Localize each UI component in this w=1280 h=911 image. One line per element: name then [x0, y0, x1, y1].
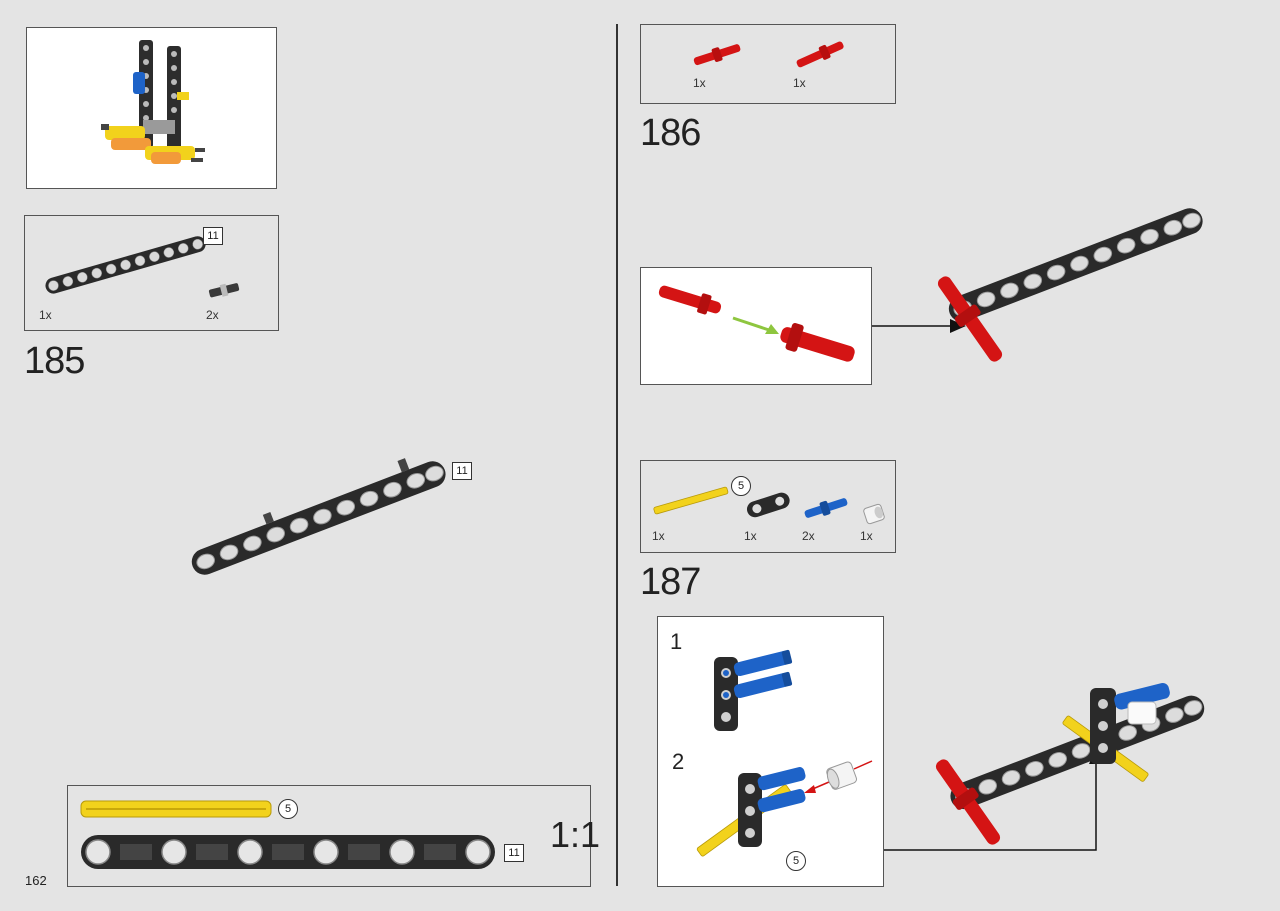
- page-divider: [616, 24, 618, 886]
- axle-length-label: 5: [786, 851, 806, 871]
- step185-parts-panel: 11 1x 2x: [24, 215, 279, 331]
- step187-assembly-image: [935, 682, 1205, 845]
- page-number: 162: [25, 873, 47, 888]
- red-pin-part-image: [693, 44, 741, 66]
- beam-11-part-image: [45, 236, 206, 294]
- step-number: 185: [24, 340, 85, 382]
- substep-number: 1: [670, 629, 683, 654]
- red-pin-part-image: [796, 41, 844, 68]
- step187-parts-panel: 5 1x 1x 2x 1x: [640, 460, 896, 553]
- axle-length-label: 5: [731, 476, 751, 496]
- blue-pin-part-image: [804, 498, 848, 518]
- model-preview-panel: [26, 27, 277, 189]
- scale-ruler-panel: 5 11 1:1: [67, 785, 600, 887]
- model-preview-image: [101, 40, 205, 164]
- step-number: 186: [640, 112, 701, 154]
- step186-assembly-image: [937, 208, 1203, 362]
- part-qty: 1x: [652, 529, 665, 543]
- part-qty: 2x: [802, 529, 815, 543]
- scale-ratio: 1:1: [550, 814, 601, 855]
- connector-part-image: [208, 283, 240, 298]
- part-qty: 1x: [39, 308, 52, 322]
- step187-subassembly-callout: 1 2 5: [657, 616, 884, 887]
- axle-length-label: 5: [278, 799, 298, 819]
- step-number: 187: [640, 561, 701, 603]
- step186-callout: [640, 267, 872, 385]
- substep1-image: [714, 649, 793, 731]
- step186-parts-panel: 1x 1x: [640, 24, 896, 104]
- beam-11-ruler-image: [81, 835, 495, 869]
- beam-length-label: 11: [203, 227, 223, 245]
- yellow-axle-part-image: [653, 486, 729, 515]
- substep-number: 2: [672, 749, 685, 774]
- axle-5-ruler-image: [80, 800, 272, 818]
- pin-insertion-detail-image: [658, 285, 855, 362]
- step185-assembly-image: [191, 458, 446, 575]
- beam-length-label: 11: [452, 462, 472, 480]
- liftarm-part-image: [746, 492, 790, 518]
- substep2-image: [696, 760, 873, 857]
- part-qty: 2x: [206, 308, 219, 322]
- part-qty: 1x: [860, 529, 873, 543]
- bush-part-image: [863, 503, 885, 525]
- beam-length-label: 11: [504, 844, 524, 862]
- part-qty: 1x: [793, 76, 806, 90]
- part-qty: 1x: [693, 76, 706, 90]
- part-qty: 1x: [744, 529, 757, 543]
- callout-arrow: [872, 319, 966, 333]
